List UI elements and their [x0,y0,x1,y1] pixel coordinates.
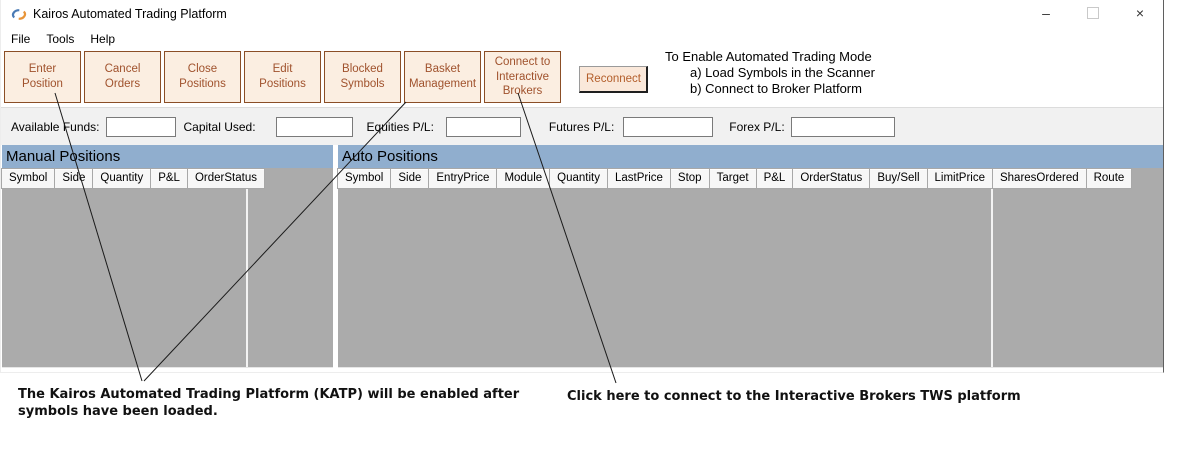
funds-field-input[interactable] [445,116,521,137]
automated-trading-instructions: To Enable Automated Trading Mode a) Load… [665,49,875,97]
menu-item[interactable]: Help [90,32,116,46]
app-window: Kairos Automated Trading Platform – × Fi… [0,0,1164,373]
funds-field-input[interactable] [105,116,176,137]
funds-field-input[interactable] [623,116,714,137]
column-header[interactable]: Buy/Sell [869,168,928,189]
auto-positions-list [338,189,1163,368]
maximize-button[interactable] [1086,4,1100,22]
column-header[interactable]: OrderStatus [186,168,265,189]
funds-field: Equities P/L: [366,116,521,137]
funds-field: Futures P/L: [548,116,714,137]
funds-field-label: Available Funds: [11,119,100,134]
column-header[interactable]: Side [390,168,430,189]
column-header[interactable]: LastPrice [606,168,671,189]
funds-field-label: Futures P/L: [548,119,615,134]
column-header[interactable]: Module [496,168,551,189]
manual-positions-panel: Manual Positions Symbol Side Quantity P&… [1,145,333,368]
column-header[interactable]: Side [54,168,94,189]
column-header[interactable]: Quantity [549,168,608,189]
funds-field-label: Equities P/L: [366,119,434,134]
funds-field-label: Capital Used: [183,119,256,134]
window-controls: – × [1039,4,1147,22]
window-title: Kairos Automated Trading Platform [33,7,227,21]
toolbar-button[interactable]: Close Positions [164,51,241,103]
column-header[interactable]: Quantity [92,168,152,189]
menu-item[interactable]: Tools [46,32,75,46]
auto-positions-title: Auto Positions [338,145,1163,168]
manual-positions-title: Manual Positions [2,145,333,168]
title-bar: Kairos Automated Trading Platform – × [1,0,1163,28]
column-header[interactable]: SharesOrdered [991,168,1087,189]
maximize-icon [1087,7,1099,19]
toolbar-button[interactable]: Cancel Orders [84,51,161,103]
instructions-line-1: To Enable Automated Trading Mode [665,49,872,64]
column-header[interactable]: Symbol [337,168,392,189]
column-end-line [991,189,993,367]
close-button[interactable]: × [1135,5,1145,21]
column-header[interactable]: Stop [669,168,710,189]
annotation-right-text: Click here to connect to the Interactive… [567,389,1021,404]
toolbar-button[interactable]: Blocked Symbols [324,51,401,103]
instructions-line-3: b) Connect to Broker Platform [690,81,862,96]
column-header[interactable]: LimitPrice [926,168,993,189]
toolbar-button[interactable]: Edit Positions [244,51,321,103]
column-header[interactable]: P&L [150,168,188,189]
toolbar-button[interactable]: Basket Management [404,51,481,103]
column-header[interactable]: Route [1085,168,1133,189]
toolbar: Enter Position Cancel Orders Close Posit… [4,51,561,103]
auto-positions-panel: Auto Positions Symbol Side EntryPrice Mo… [337,145,1163,368]
column-header[interactable]: Symbol [1,168,56,189]
minimize-button[interactable]: – [1042,5,1050,21]
manual-positions-list [2,189,333,368]
funds-field: Capital Used: [183,116,353,137]
column-header[interactable]: EntryPrice [428,168,498,189]
toolbar-button[interactable]: Connect to Interactive Brokers [484,51,561,103]
funds-field: Forex P/L: [729,116,895,137]
annotation-left-line-2: symbols have been loaded. [18,404,218,419]
annotation-left-line-1: The Kairos Automated Trading Platform (K… [18,387,520,402]
auto-positions-column-headers: Symbol Side EntryPrice Module Quantity L… [337,168,1163,189]
account-summary-strip: Available Funds: Capital Used: Equities … [1,107,1163,145]
column-header[interactable]: OrderStatus [792,168,871,189]
funds-field: Available Funds: [11,116,176,137]
app-logo-icon [11,8,27,21]
funds-field-label: Forex P/L: [729,119,785,134]
column-header[interactable]: Target [708,168,757,189]
funds-field-input[interactable] [275,116,353,137]
funds-field-input[interactable] [790,116,895,137]
menu-bar: File Tools Help [1,28,1163,50]
column-end-line [246,189,248,367]
reconnect-button[interactable]: Reconnect [579,66,648,93]
toolbar-button[interactable]: Enter Position [4,51,81,103]
menu-item[interactable]: File [11,32,31,46]
instructions-line-2: a) Load Symbols in the Scanner [690,65,875,80]
manual-positions-column-headers: Symbol Side Quantity P&L OrderStatus [1,168,333,189]
column-header[interactable]: P&L [755,168,794,189]
annotation-left-text: The Kairos Automated Trading Platform (K… [18,386,558,420]
